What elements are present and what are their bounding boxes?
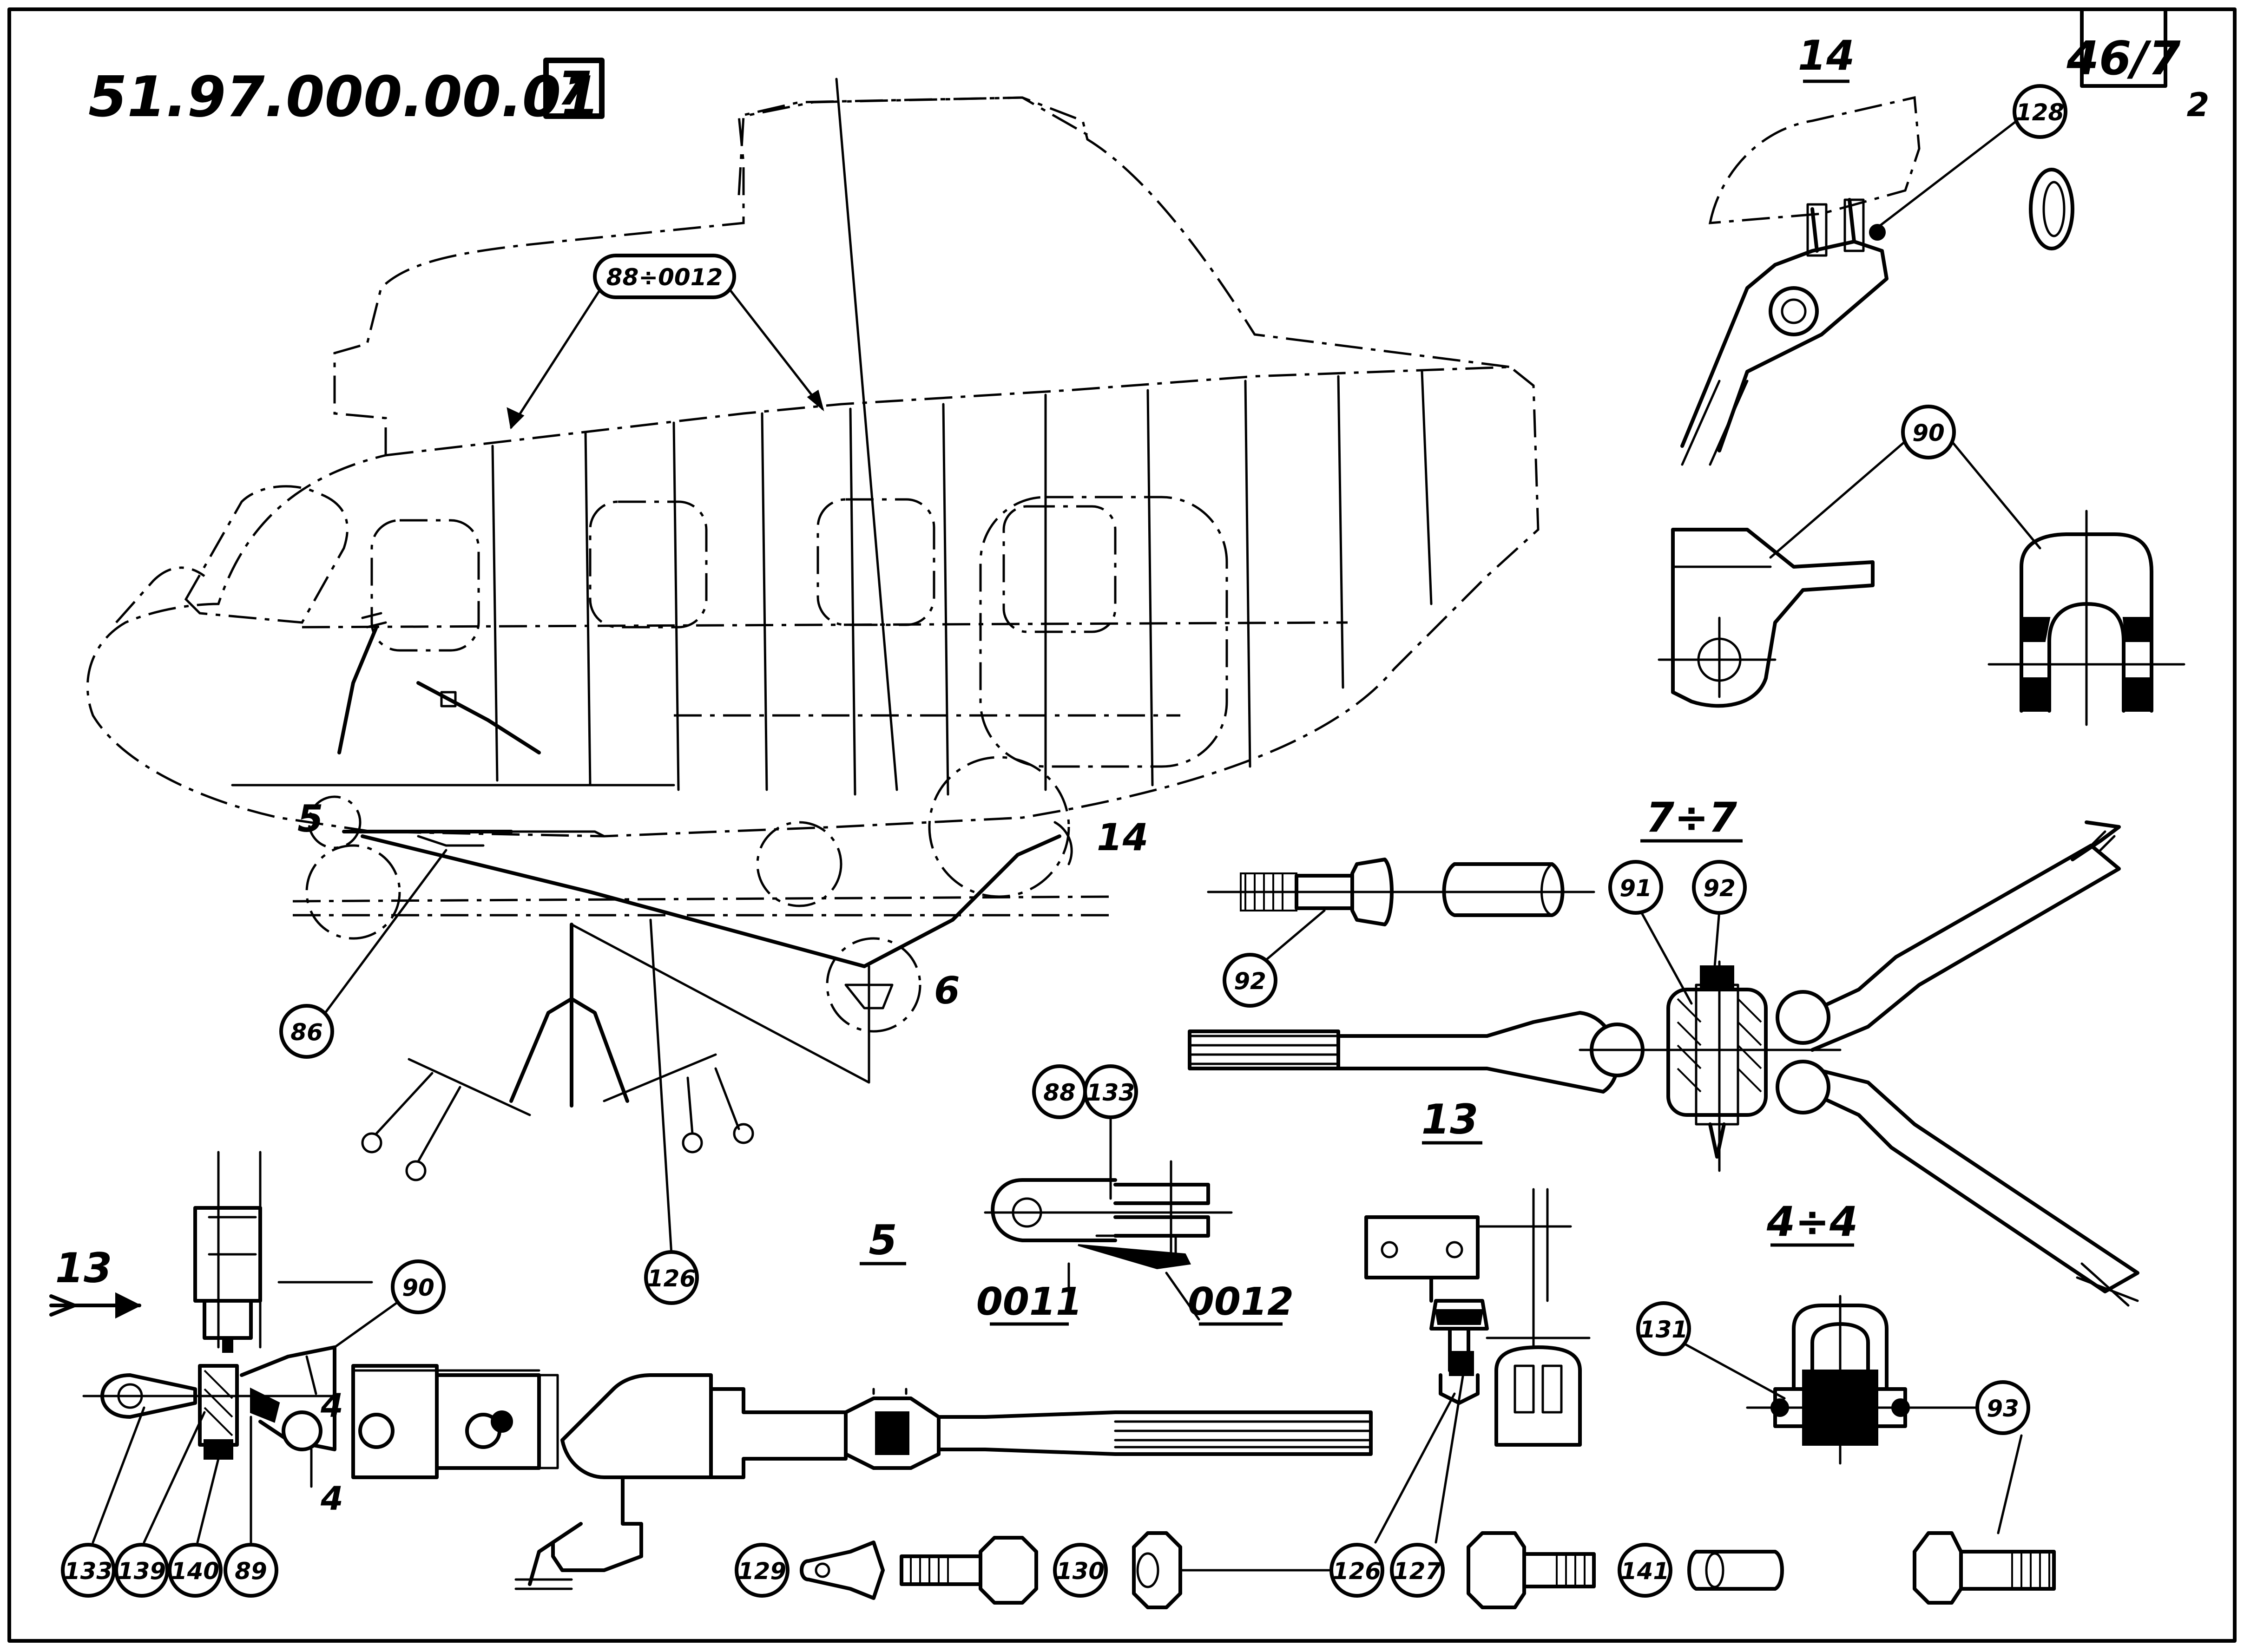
callout-141-text: 141 [1621,1558,1669,1585]
mark-4b: 4 [320,1480,343,1518]
view-13-assembly [82,1151,1373,1590]
view-4-4-detail [1746,1295,1930,1465]
part-0012: 0012 [1188,1280,1294,1324]
nut-130 [1132,1531,1182,1609]
pin-129 [800,1536,1038,1605]
callout-131: 131 [1636,1301,1786,1400]
callout-92-top: 92 [1692,860,1747,968]
callout-86-text: 86 [290,1019,323,1046]
mark-6: 6 [934,969,960,1012]
view-14-detail [1680,96,1921,466]
callout-92-bolt: 92 [1223,909,1326,1008]
callout-139-text: 139 [118,1558,166,1585]
callout-88-0012: 88÷0012 [507,254,824,430]
callout-92-top-text: 92 [1703,875,1736,902]
callout-88-text: 88 [1043,1079,1076,1106]
bracket-90-side-view [1658,528,1875,708]
mark-5: 5 [297,797,323,840]
view-13-arrow: 13 [49,1244,142,1319]
callout-88-0012-text: 88÷0012 [606,264,723,291]
bracket-90-front-view [1987,510,2185,726]
view-5-label: 5 [869,1216,897,1264]
callout-88-133: 88 133 [1032,1064,1138,1200]
washer-128 [2029,168,2074,250]
cable-joint-7-7 [1188,820,2139,1307]
bolt-92-exploded [1207,858,1595,926]
callout-127-text: 127 [1393,1558,1442,1585]
callout-139: 139 [114,1411,206,1598]
part-0012-leader [1165,1272,1200,1321]
callout-126-main-text: 126 [647,1265,696,1292]
callout-130: 130 [1053,1543,1108,1598]
arrow-13-label: 13 [55,1244,112,1292]
bushing-91-exploded [1442,862,1565,917]
callout-128-text: 128 [2016,99,2064,126]
callout-89-text: 89 [235,1558,267,1585]
callout-126-bottom-text: 126 [1333,1558,1381,1585]
view-4-4-label: 4÷4 [1766,1198,1858,1246]
callout-129: 129 [735,1543,790,1598]
callout-130-text: 130 [1056,1558,1105,1585]
callout-90-bottom-text: 90 [402,1274,434,1301]
callout-90-top: 90 [1769,405,2041,559]
page-number: 46/7 [2066,31,2181,85]
callout-127: 127 [1390,1369,1465,1598]
sheet-box: 7 [543,58,605,119]
bolt-93 [1913,1531,2056,1605]
callout-140: 140 [168,1457,223,1598]
callout-141: 141 [1618,1543,1672,1598]
callout-126-main: 126 [644,918,699,1305]
callout-91: 91 [1608,860,1693,1005]
callout-133-top-text: 133 [1086,1079,1135,1106]
callout-92-bolt-text: 92 [1234,968,1266,995]
callout-90-top-text: 90 [1912,420,1945,446]
bolt-127 [1467,1531,1596,1609]
callout-86: 86 [279,849,447,1059]
page-number-box: 46/7 2 [2066,7,2210,124]
callout-89: 89 [224,1416,278,1598]
callout-91-text: 91 [1619,875,1652,902]
callout-131-text: 131 [1639,1316,1688,1343]
mark-4a: 4 [320,1387,343,1425]
pulley-bracket-126-127 [1364,1188,1591,1447]
mark-14: 14 [1097,816,1148,859]
callout-93-right-text: 93 [1987,1395,2019,1422]
view-14-label: 14 [1798,32,1855,79]
callout-128: 128 [1876,84,2067,229]
part-0011: 0011 [976,1280,1082,1324]
sheet-box-number: 7 [558,61,590,116]
callout-140-text: 140 [171,1558,219,1585]
callout-133: 133 [61,1406,145,1598]
view-7-7-label: 7÷7 [1646,793,1737,841]
helicopter-fuselage [86,78,1540,1181]
callout-90-bottom: 90 [333,1259,446,1349]
callout-129-text: 129 [738,1558,786,1585]
spacer-141 [1687,1550,1784,1591]
sub-sheet-number: 2 [2187,86,2210,124]
callout-133-text: 133 [64,1558,112,1585]
drawing-number: 51.97.000.00.01 [88,65,600,130]
view-5-fork-detail [984,1160,1233,1270]
callout-93-right: 93 [1904,1380,2030,1534]
callout-126-bottom: 126 [1329,1392,1456,1598]
sheet-border [7,7,2237,1643]
view-13-label: 13 [1421,1095,1478,1143]
